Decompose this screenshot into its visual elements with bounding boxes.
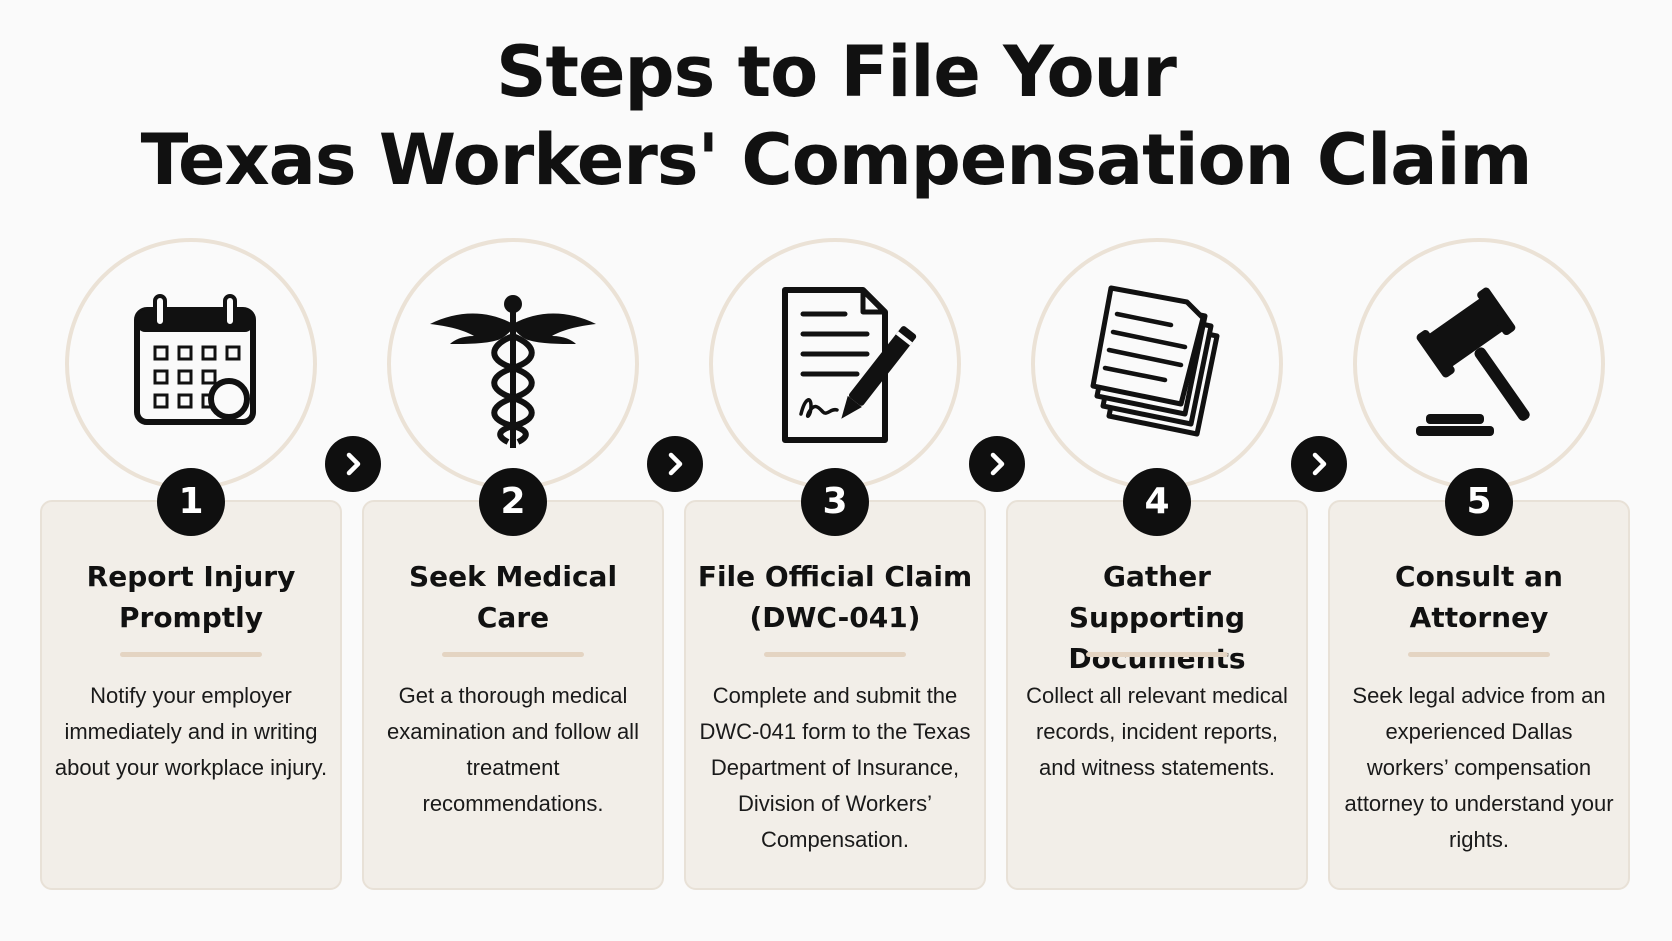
step-2-divider — [442, 652, 584, 657]
step-1-description: Notify your employer immediately and in … — [54, 683, 328, 780]
step-2-number-badge: 2 — [479, 468, 547, 536]
step-1-divider — [120, 652, 262, 657]
page-title: Steps to File Your Texas Workers' Compen… — [0, 28, 1672, 204]
step-2-card — [362, 500, 664, 890]
step-5-description: Seek legal advice from an experienced Da… — [1344, 683, 1614, 852]
step-1-title: Report Injury Promptly — [86, 560, 296, 634]
document-stack-icon — [1057, 264, 1257, 464]
chevron-right-icon — [990, 452, 1005, 476]
step-4-number-badge: 4 — [1123, 468, 1191, 536]
step-3-number-badge: 3 — [801, 468, 869, 536]
step-5-title: Consult an Attorney — [1395, 560, 1563, 634]
step-2-description: Get a thorough medical examination and f… — [387, 683, 639, 816]
step-3: 3 File Official Claim (DWC-041) Complete… — [684, 238, 986, 890]
step-4-card — [1006, 500, 1308, 890]
step-2: 2 Seek Medical Care Get a thorough medic… — [362, 238, 664, 890]
caduceus-icon — [413, 264, 613, 464]
step-2-title: Seek Medical Care — [408, 560, 618, 634]
step-4-title: Gather Supporting Documents — [1068, 560, 1246, 675]
step-3-divider — [764, 652, 906, 657]
chevron-right-icon — [1312, 452, 1327, 476]
step-5-card — [1328, 500, 1630, 890]
signed-document-icon — [735, 264, 935, 464]
step-3-description: Complete and submit the DWC-041 form to … — [699, 683, 971, 852]
step-5-divider — [1408, 652, 1550, 657]
step-4-divider — [1086, 652, 1228, 657]
next-step-arrow-2 — [647, 436, 703, 492]
page-title-line-1: Steps to File Your — [496, 31, 1177, 113]
step-5: 5 Consult an Attorney Seek legal advice … — [1328, 238, 1630, 890]
next-step-arrow-3 — [969, 436, 1025, 492]
calendar-icon — [91, 264, 291, 464]
step-1-number-badge: 1 — [157, 468, 225, 536]
next-step-arrow-1 — [325, 436, 381, 492]
step-5-number-badge: 5 — [1445, 468, 1513, 536]
step-4-description: Collect all relevant medical records, in… — [1026, 683, 1288, 780]
page-title-line-2: Texas Workers' Compensation Claim — [140, 119, 1533, 201]
chevron-right-icon — [346, 452, 361, 476]
next-step-arrow-4 — [1291, 436, 1347, 492]
gavel-icon — [1379, 264, 1579, 464]
step-3-card — [684, 500, 986, 890]
chevron-right-icon — [668, 452, 683, 476]
step-3-title: File Official Claim (DWC-041) — [697, 560, 973, 634]
step-1: 1 Report Injury Promptly Notify your emp… — [40, 238, 342, 890]
step-1-card — [40, 500, 342, 890]
step-4: 4 Gather Supporting Documents Collect al… — [1006, 238, 1308, 890]
